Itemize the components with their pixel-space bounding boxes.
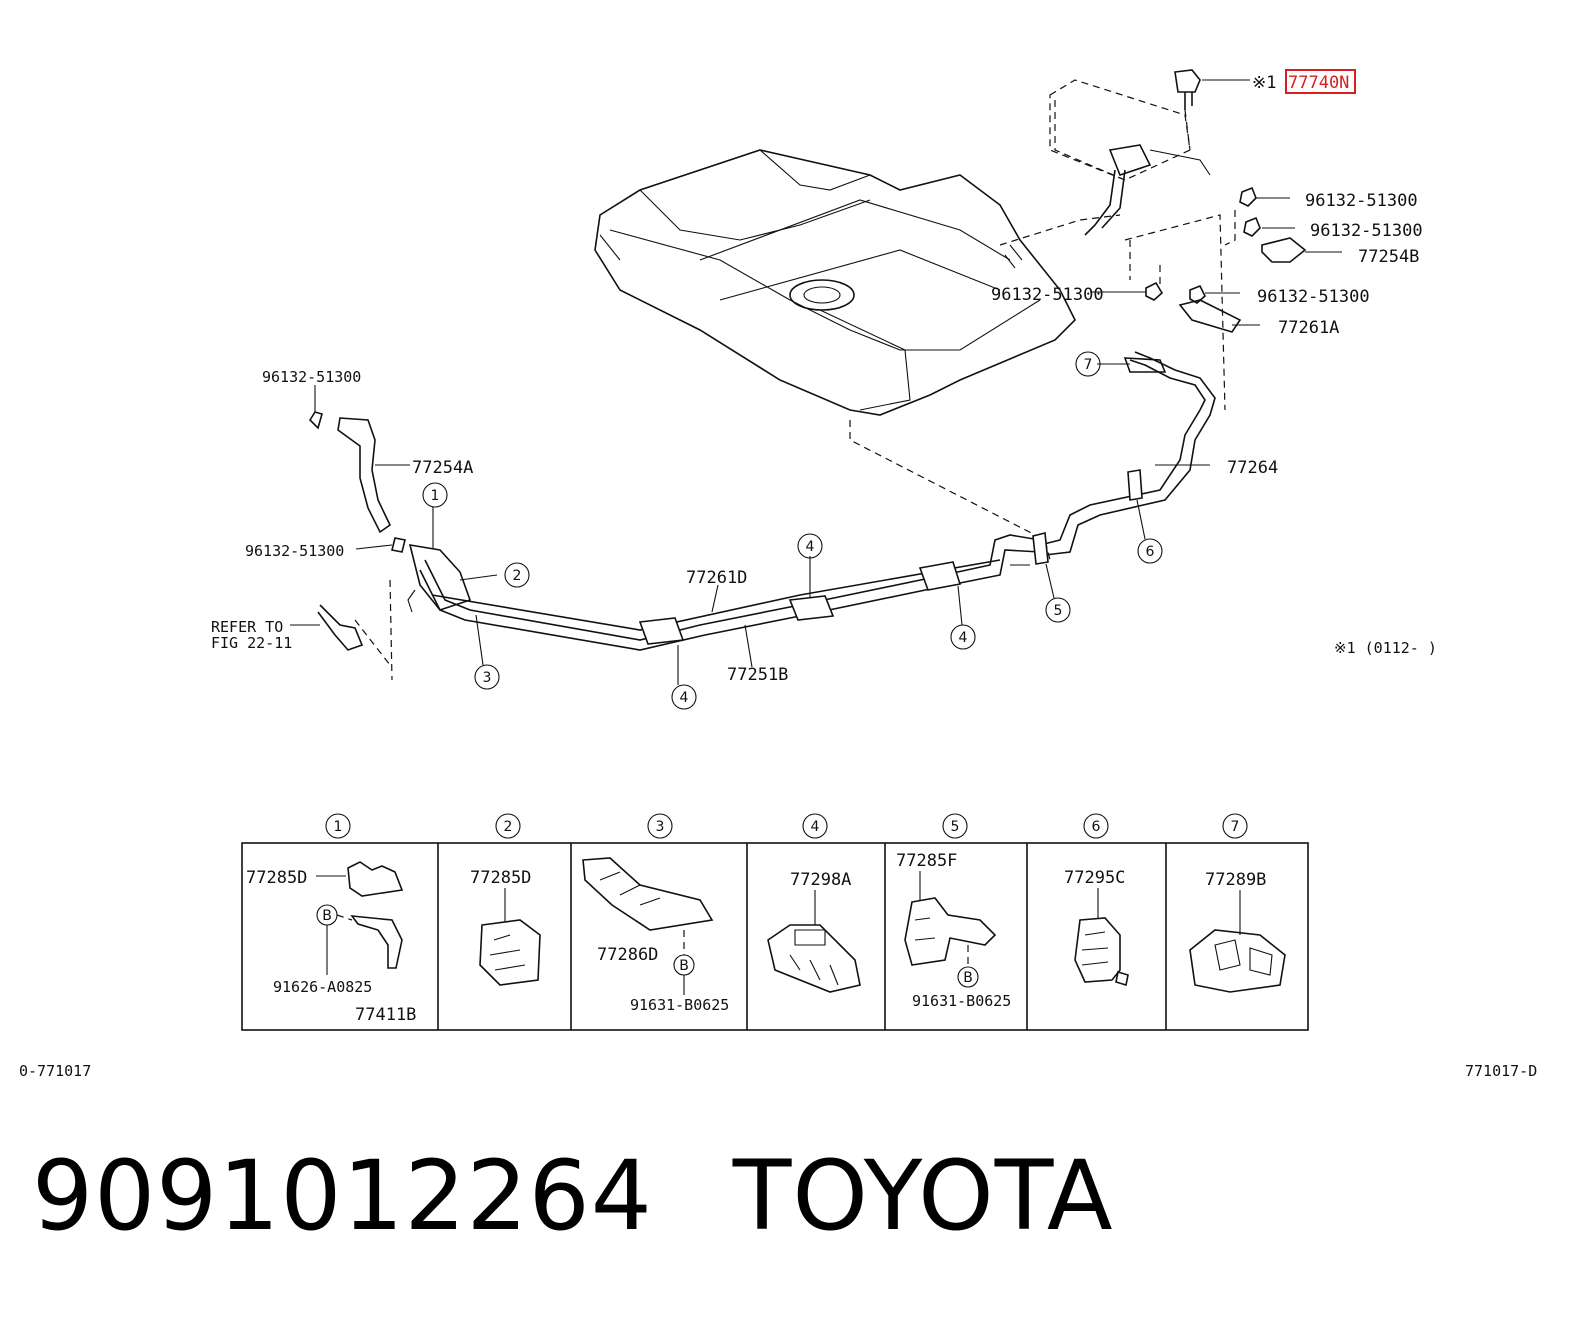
- callout-1[interactable]: 1: [431, 488, 440, 504]
- clamp-77285f-icon: [904, 897, 997, 966]
- footer-brand: TOYOTA: [732, 1140, 1114, 1252]
- part-labels: ※1 77740N 96132-51300 96132-51300 77254B…: [211, 69, 1437, 685]
- clamp-77298a-icon: [767, 924, 861, 993]
- clamp-77286d-icon: [582, 857, 714, 931]
- pipe-77261d-label[interactable]: 77261D: [686, 568, 747, 588]
- refer-label-line2[interactable]: FIG 22-11: [211, 634, 292, 652]
- figure-code-right: 771017-D: [1465, 1062, 1537, 1080]
- part-77740n-label[interactable]: 77740N: [1288, 73, 1349, 93]
- callout-2[interactable]: 2: [513, 568, 522, 584]
- pipe-77264-label[interactable]: 77264: [1227, 458, 1278, 478]
- pipe-77261a-label[interactable]: 77261A: [1278, 318, 1339, 338]
- panel-7-part-77289b[interactable]: 77289B: [1205, 870, 1266, 890]
- panel-4-part-77298a[interactable]: 77298A: [790, 870, 851, 890]
- panel-1-number: 1: [334, 819, 343, 835]
- callout-4b[interactable]: 4: [806, 539, 815, 555]
- clamp-label-f[interactable]: 96132-51300: [245, 542, 344, 560]
- clamp-label-c[interactable]: 96132-51300: [991, 285, 1104, 305]
- panel-6-part-77295c[interactable]: 77295C: [1064, 868, 1125, 888]
- panel-3-bolt-b: B: [679, 958, 689, 974]
- label-leaders: [290, 197, 1342, 685]
- callout-7[interactable]: 7: [1084, 357, 1093, 373]
- clamp-77295c-icon: [1074, 917, 1121, 983]
- clamp-77285d-2-icon: [479, 919, 541, 986]
- dashed-leaders: [354, 109, 1236, 681]
- refer-label-line1[interactable]: REFER TO: [211, 618, 283, 636]
- hose-77254b-label[interactable]: 77254B: [1358, 247, 1419, 267]
- detail-panels: 1 2 3 4 5 6 7 77285D B 91626-A0825 77411…: [241, 813, 1309, 1031]
- vsv-77740n-icon: [1174, 69, 1201, 110]
- hose-77254a-label[interactable]: 77254A: [412, 458, 473, 478]
- clamp-77285d-icon: [347, 861, 404, 897]
- panel-2-number: 2: [504, 819, 513, 835]
- left-hose-group: [308, 411, 472, 651]
- panel-1-part-91626[interactable]: 91626-A0825: [273, 978, 372, 996]
- panel-3-part-91631[interactable]: 91631-B0625: [630, 996, 729, 1014]
- bracket-77411b-icon: [350, 915, 403, 969]
- clamp-label-d[interactable]: 96132-51300: [1257, 287, 1370, 307]
- charcoal-canister-drawing: [1049, 79, 1211, 236]
- panel-6-number: 6: [1092, 819, 1101, 835]
- panel-1-part-77285d[interactable]: 77285D: [246, 868, 307, 888]
- callout-5[interactable]: 5: [1054, 603, 1063, 619]
- clamp-label-b[interactable]: 96132-51300: [1310, 221, 1423, 241]
- callout-3[interactable]: 3: [483, 670, 492, 686]
- footer-part-number: 9091012264: [32, 1140, 653, 1252]
- panel-1-bolt-b: B: [322, 908, 332, 924]
- panel-3-number: 3: [656, 819, 665, 835]
- clamp-77289b-icon: [1189, 929, 1286, 993]
- panel-5-part-77285f[interactable]: 77285F: [896, 851, 957, 871]
- callout-4c[interactable]: 4: [959, 630, 968, 646]
- note-label: ※1 (0112- ): [1334, 639, 1437, 657]
- mark-1-label: ※1: [1252, 73, 1276, 93]
- panel-5-part-91631[interactable]: 91631-B0625: [912, 992, 1011, 1010]
- footer-caption: 9091012264 TOYOTA: [32, 1140, 1114, 1252]
- panel-4-number: 4: [811, 819, 820, 835]
- figure-code-left: 0-771017: [19, 1062, 91, 1080]
- clamp-label-a[interactable]: 96132-51300: [1305, 191, 1418, 211]
- panel-2-part-77285d[interactable]: 77285D: [470, 868, 531, 888]
- clamp-hose-cluster: [1145, 186, 1307, 333]
- callout-4a[interactable]: 4: [680, 690, 689, 706]
- callout-6[interactable]: 6: [1146, 544, 1155, 560]
- panel-1-part-77411b[interactable]: 77411B: [355, 1005, 416, 1025]
- panel-5-number: 5: [951, 819, 960, 835]
- pipe-77251b-label[interactable]: 77251B: [727, 665, 788, 685]
- fuel-tank-drawing: [594, 149, 1076, 416]
- panel-7-number: 7: [1231, 819, 1240, 835]
- panel-3-part-77286d[interactable]: 77286D: [597, 945, 658, 965]
- fuel-pipe-assembly: [419, 351, 1216, 651]
- clamp-label-e[interactable]: 96132-51300: [262, 368, 361, 386]
- panel-5-bolt-b: B: [963, 970, 973, 986]
- highlight-box: [1285, 69, 1356, 94]
- callouts: 1 2 3 4 4 4 5 6 7: [422, 351, 1163, 710]
